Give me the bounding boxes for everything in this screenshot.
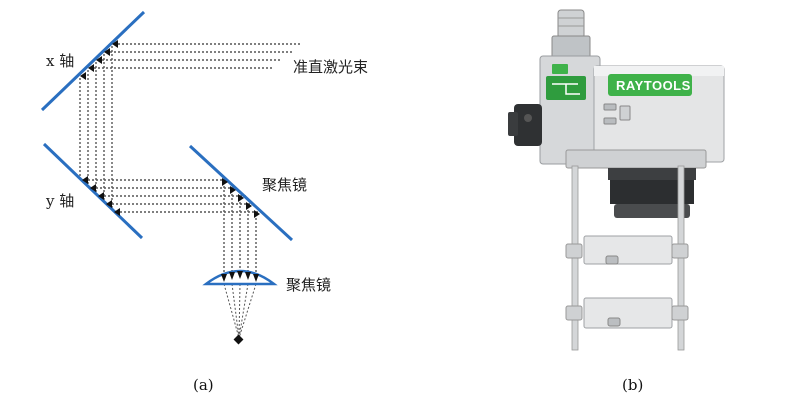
panel-b-laser-head: RAYTOOLS: [508, 9, 725, 394]
focus-mirror: [188, 144, 294, 242]
left-block: [539, 55, 601, 165]
y-axis-label: y 轴: [45, 192, 74, 210]
clamp-block-upper: [565, 235, 689, 265]
focus-mirror-label: 聚焦镜: [262, 176, 307, 194]
beam-y-to-focus-mirror: [88, 179, 264, 213]
y-mirror: [42, 142, 144, 240]
brand-logo: RAYTOOLS: [616, 78, 691, 93]
housing-top-face: [594, 66, 724, 76]
reflection-markers: [80, 40, 260, 218]
converging-beam: [223, 283, 257, 339]
focal-point: [233, 334, 244, 345]
caption-a: (a): [193, 376, 214, 394]
top-connector: [551, 9, 591, 59]
side-motor: [508, 104, 542, 146]
panel-a-diagram: x 轴 y 轴 准直激光束 聚焦镜 聚焦镜 (a): [40, 10, 368, 394]
focus-lens-label: 聚焦镜: [286, 276, 331, 294]
brand-plate: [608, 74, 692, 96]
clamp-block-lower: [565, 297, 689, 329]
beam-path-icon: [552, 83, 580, 95]
collimated-beam: [94, 43, 302, 69]
x-axis-label: x 轴: [46, 52, 74, 70]
base-plate: [565, 149, 707, 169]
collimated-beam-label: 准直激光束: [293, 58, 368, 76]
beam-mirror-to-lens: [223, 182, 257, 272]
housing-fittings: [603, 103, 631, 125]
caption-b: (b): [622, 376, 643, 394]
x-mirror: [40, 10, 146, 112]
lens-arrows: [221, 271, 259, 282]
beam-x-to-y: [79, 46, 113, 210]
small-green-tag: [552, 64, 568, 74]
